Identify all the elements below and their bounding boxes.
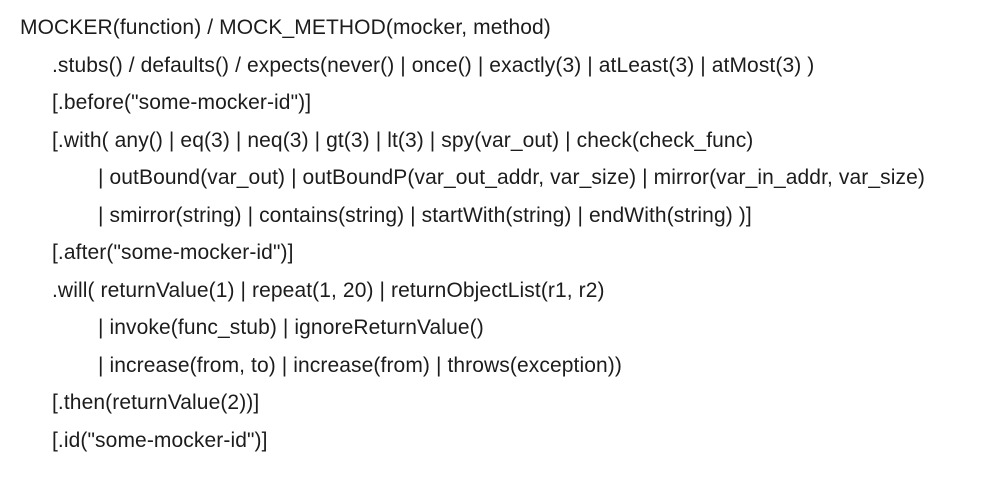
code-line-then: [.then(returnValue(2))] bbox=[52, 391, 260, 414]
code-line-will-continuation-1: | invoke(func_stub) | ignoreReturnValue(… bbox=[98, 316, 484, 339]
code-line-mocker-declaration: MOCKER(function) / MOCK_METHOD(mocker, m… bbox=[20, 16, 551, 39]
code-line-id: [.id("some-mocker-id")] bbox=[52, 428, 268, 452]
code-line-will: .will( returnValue(1) | repeat(1, 20) | … bbox=[52, 278, 605, 302]
code-line-will-continuation-2: | increase(from, to) | increase(from) | … bbox=[98, 353, 622, 377]
code-line-stubs-expects: .stubs() / defaults() / expects(never() … bbox=[52, 53, 815, 77]
code-line-with-continuation-1: | outBound(var_out) | outBoundP(var_out_… bbox=[98, 166, 925, 189]
code-line-with-continuation-2: | smirror(string) | contains(string) | s… bbox=[98, 203, 752, 227]
code-line-before: [.before("some-mocker-id")] bbox=[52, 91, 312, 114]
code-line-with: [.with( any() | eq(3) | neq(3) | gt(3) |… bbox=[52, 128, 754, 152]
code-line-after: [.after("some-mocker-id")] bbox=[52, 241, 294, 264]
